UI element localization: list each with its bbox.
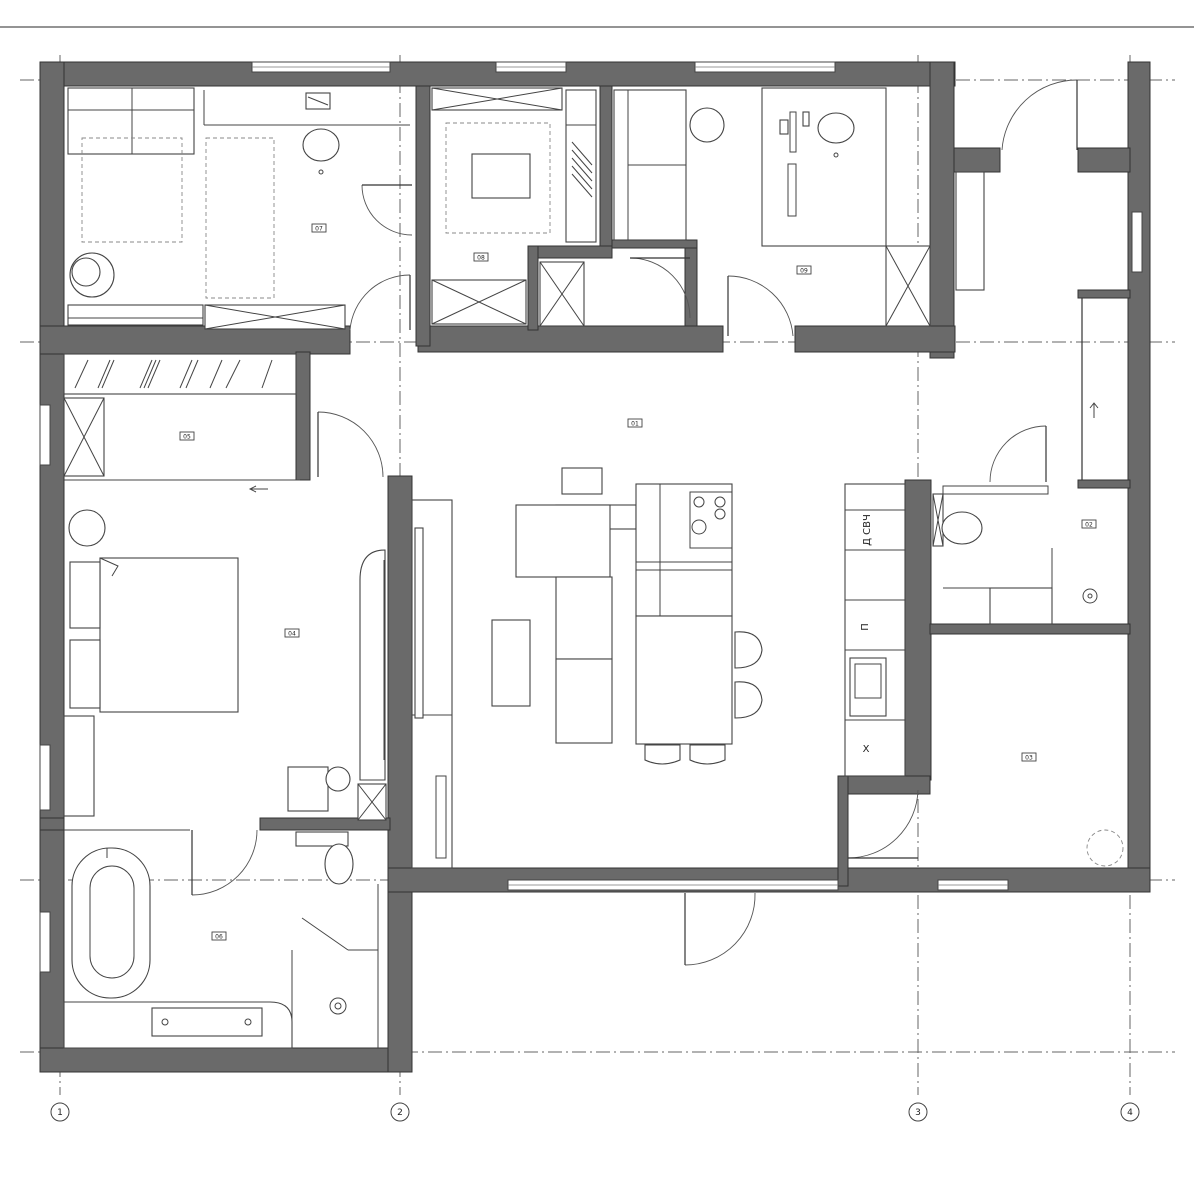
room-label-01: 01 (631, 421, 639, 428)
doors (191, 79, 1131, 966)
room-tag-08: 08 (473, 252, 489, 262)
room-label-04: 04 (288, 631, 296, 638)
room-tag-05: 05 (179, 431, 195, 441)
room-07-furniture (67, 87, 410, 330)
axis-marker-4: 4 (1120, 1102, 1140, 1122)
room-label-06: 06 (215, 934, 223, 941)
room-tag-02: 02 (1081, 519, 1097, 529)
axis-marker-1: 1 (50, 1102, 70, 1122)
axis-marker-2: 2 (390, 1102, 410, 1122)
axis-label-2: 2 (397, 1108, 403, 1118)
room-04-furniture (63, 509, 387, 821)
kitchen-counter: Д СВЧ П Х (844, 483, 906, 777)
room-label-02: 02 (1085, 522, 1093, 529)
room-label-09: 09 (800, 268, 808, 275)
room-tag-04: 04 (284, 628, 300, 638)
room-tag-06: 06 (211, 931, 227, 941)
room-03-furniture (1086, 829, 1124, 867)
kitchen-label-p: П (860, 623, 871, 631)
entry-hall-furniture (955, 171, 985, 291)
room-tag-01: 01 (627, 418, 643, 428)
room-tag-09: 09 (796, 265, 812, 275)
room-08-furniture (431, 87, 597, 327)
axis-marker-3: 3 (908, 1102, 928, 1122)
room-01-furniture (411, 467, 763, 869)
room-05-furniture (63, 353, 300, 493)
kitchen-label-kh: Х (863, 744, 870, 755)
axis-label-1: 1 (57, 1108, 63, 1118)
room-09-furniture (613, 87, 931, 327)
room-label-05: 05 (183, 434, 191, 441)
room-label-03: 03 (1025, 755, 1033, 762)
room-tag-03: 03 (1021, 752, 1037, 762)
axis-label-4: 4 (1127, 1108, 1133, 1118)
room-06-furniture (63, 829, 379, 1049)
room-label-08: 08 (477, 255, 485, 262)
room-tag-07: 07 (311, 223, 327, 233)
windows (39, 61, 1143, 973)
kitchen-label-dsvch: Д СВЧ (862, 514, 873, 546)
room-label-07: 07 (315, 226, 323, 233)
room-02-furniture (932, 485, 1098, 625)
axis-label-3: 3 (915, 1108, 921, 1118)
